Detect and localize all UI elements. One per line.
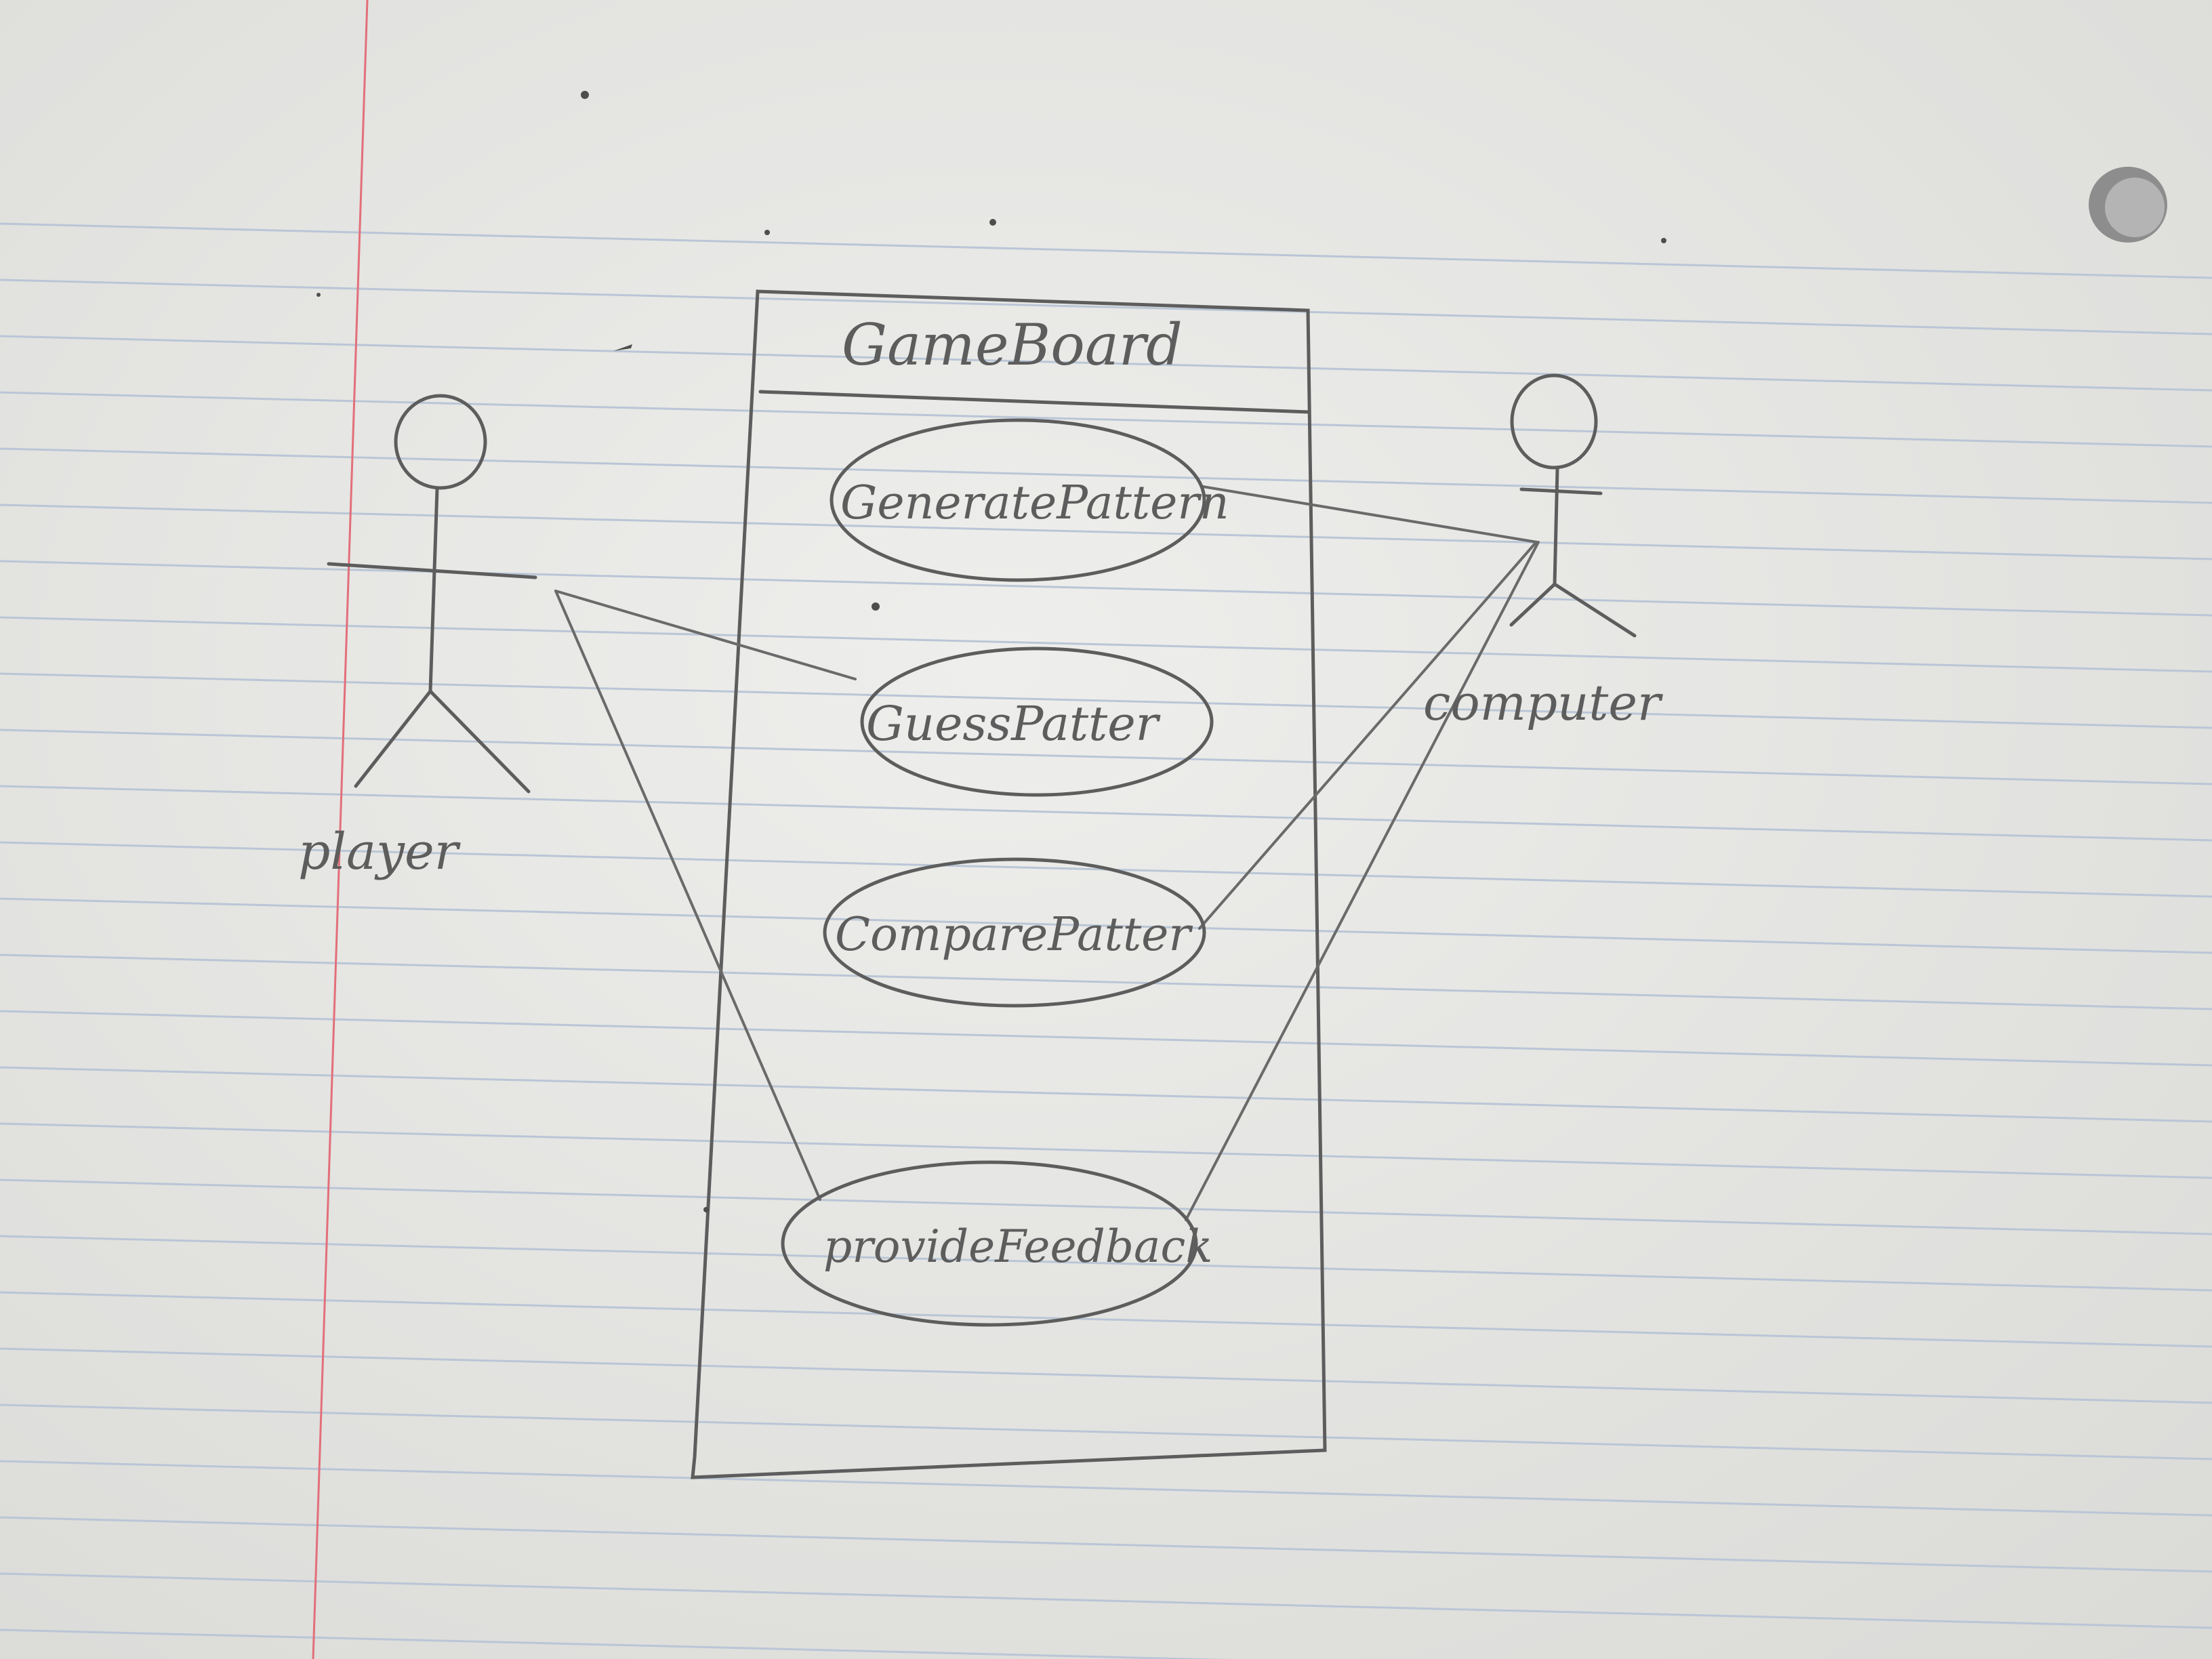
ruled-line	[0, 954, 2212, 1010]
ruled-line	[0, 1066, 2212, 1123]
actor-player	[327, 394, 537, 794]
actor-computer	[1509, 373, 1637, 638]
player-left-leg	[354, 689, 432, 788]
computer-arms	[1519, 487, 1603, 495]
system-title: GameBoard	[842, 312, 1183, 378]
ruled-line	[0, 560, 2212, 617]
system-boundary	[691, 289, 1327, 1479]
ruled-line	[0, 897, 2212, 954]
ruled-line	[0, 672, 2212, 729]
use-case-label-feedback: provideFeedback	[823, 1221, 1212, 1273]
use-case-provide-feedback	[781, 1160, 1198, 1327]
associations	[554, 485, 1540, 1221]
ruled-line	[0, 391, 2212, 448]
ruled-line	[0, 1516, 2212, 1573]
ruled-line	[0, 1572, 2212, 1629]
association-computer-compare	[1198, 542, 1536, 930]
ruled-line	[0, 1122, 2212, 1179]
use-case-label-compare: ComparePatter	[835, 908, 1193, 962]
margin-line	[312, 0, 369, 1659]
ruled-line	[0, 616, 2212, 673]
ruled-line	[0, 729, 2212, 785]
ruled-line	[0, 1347, 2212, 1404]
actor-label-computer: computer	[1423, 674, 1663, 731]
use-case-label-generate: GeneratePattern	[840, 476, 1229, 530]
computer-body	[1553, 467, 1559, 586]
association-computer-generate	[1202, 485, 1538, 544]
ruled-line	[0, 222, 2212, 279]
association-player-feedback	[554, 590, 821, 1201]
association-computer-feedback	[1185, 541, 1540, 1221]
punch-hole-inner	[2105, 178, 2165, 237]
ruled-line	[0, 1291, 2212, 1348]
ruled-lines	[0, 222, 2212, 1659]
association-player-guess	[554, 590, 857, 680]
ruled-line	[0, 1010, 2212, 1067]
ruled-line	[0, 504, 2212, 560]
use-case-compare-pattern	[823, 857, 1206, 1008]
computer-left-leg	[1509, 582, 1557, 627]
pencil-specks	[316, 91, 1666, 1212]
ruled-line	[0, 1404, 2212, 1460]
ruled-line	[0, 447, 2212, 504]
player-body	[428, 487, 439, 693]
actor-label-player: player	[298, 823, 462, 881]
use-cases	[781, 418, 1214, 1327]
use-case-generate-pattern	[830, 418, 1206, 582]
ruled-line	[0, 785, 2212, 842]
computer-right-leg	[1553, 582, 1637, 638]
use-case-label-guess: GuessPatter	[866, 696, 1161, 752]
ruled-line	[0, 1179, 2212, 1235]
ruled-line	[0, 279, 2212, 335]
use-case-guess-pattern	[860, 647, 1214, 797]
ruled-line	[0, 1629, 1231, 1659]
ruled-line	[0, 335, 2212, 392]
system-title-divider	[758, 390, 1311, 414]
computer-head	[1510, 373, 1598, 470]
ruled-line	[0, 1460, 2212, 1517]
ruled-line	[0, 1235, 2212, 1292]
player-head	[394, 394, 487, 490]
player-right-leg	[428, 689, 531, 794]
player-arms	[327, 562, 537, 579]
